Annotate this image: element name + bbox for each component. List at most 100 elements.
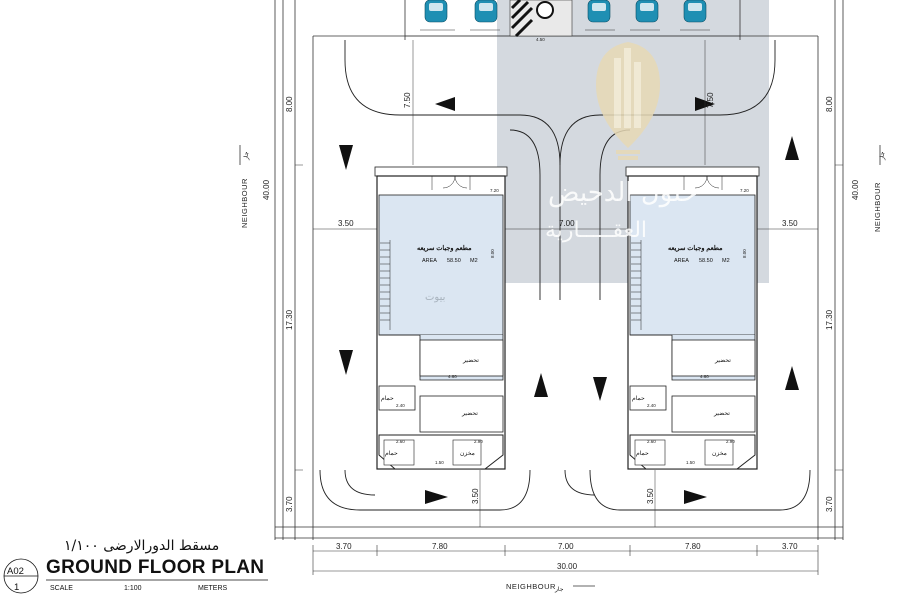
bottom-dim-chain [312,545,819,575]
area-label: AREA [674,258,689,264]
arrow-left-icon [435,97,455,111]
prep-label: تحضير [462,358,479,364]
arrow-down-icon [593,377,607,401]
arrow-up-icon [785,366,799,390]
bath-label-2: حمام [636,450,649,457]
neighbour-left: NEIGHBOUR [240,178,249,228]
store [452,439,482,466]
neighbour-right-ar: جار [879,151,886,161]
accessible-parking-icon [536,1,554,19]
svg-text:8.00: 8.00 [742,249,747,258]
area-label: AREA [422,258,437,264]
area-unit: M2 [722,258,730,264]
dim-chain-4: 7.80 [685,542,701,551]
dim-between-units: 7.00 [559,219,575,228]
bath-label: حمام [381,395,394,402]
arrow-up-icon [534,373,548,397]
prep-label: تحضير [714,358,731,364]
dim-drive-right: 7.50 [706,92,715,108]
dim-chain-5: 3.70 [782,542,798,551]
dim-side-top-right: 8.00 [825,96,834,112]
watermark-faint: بيوت [425,292,446,303]
parking-dim: 4.50 [536,37,545,42]
scale-label: SCALE [50,585,73,592]
unit-2: 7.20 مطعم وجبات سريعه AREA 58.50 M2 تحضي… [625,166,760,470]
area-unit: M2 [470,258,478,264]
prep-label-2: تحضير [461,411,478,417]
restaurant-label: مطعم وجبات سريعه [668,244,723,252]
dim-side-mid-left: 17.30 [285,309,294,330]
watermark-line-1: حلول الدحيض [548,178,698,208]
store-label: مخزن [712,451,727,457]
page-title: GROUND FLOOR PLAN [46,557,265,578]
dim-side-mid-right: 17.30 [825,309,834,330]
svg-text:7.20: 7.20 [490,188,499,193]
svg-text:4.60: 4.60 [700,374,709,379]
neighbour-bottom-ar: جار [554,586,564,593]
dim-side-bottom-left: 3.70 [285,496,294,512]
svg-text:2.60: 2.60 [396,439,405,444]
title-arabic: مسقط الدورالارضى ١/١٠٠ [64,538,220,554]
title-block [3,558,268,594]
svg-text:8.00: 8.00 [490,249,495,258]
prep-room-2 [671,395,756,433]
bath-label-2: حمام [385,450,398,457]
dim-front-left: 3.50 [471,488,480,504]
area-value: 58.50 [447,258,461,264]
sheet-number: 1 [14,582,20,593]
dim-total-depth-left: 40.00 [262,179,271,200]
site-boundary [274,0,844,540]
prep-room [671,339,756,377]
svg-text:2.90: 2.90 [474,439,483,444]
dim-front-right: 3.50 [646,488,655,504]
scale-value: 1:100 [124,585,142,592]
dim-chain-3: 7.00 [558,542,574,551]
dim-drive-left: 7.50 [403,92,412,108]
dim-setback-right: 3.50 [782,219,798,228]
arrow-right-icon [425,490,448,504]
unit-1: 7.20 مطعم وجبات سريعه AREA 58.50 M2 تحضي… [374,166,508,470]
dimension-lines [295,40,843,527]
svg-text:1.50: 1.50 [686,460,695,465]
neighbour-right: NEIGHBOUR [873,182,882,232]
restaurant-hall [629,194,756,336]
dim-total-width: 30.00 [557,562,578,571]
arrow-down-icon [339,145,353,170]
neighbour-bottom: NEIGHBOUR [506,582,556,591]
svg-text:2.90: 2.90 [726,439,735,444]
area-value: 58.50 [699,258,713,264]
dim-setback-left: 3.50 [338,219,354,228]
bathroom-2 [383,439,415,466]
arrow-up-icon [785,136,799,160]
dim-side-top-left: 8.00 [285,96,294,112]
arrow-down-icon [339,350,353,375]
bathroom [629,385,667,411]
svg-text:2.60: 2.60 [647,439,656,444]
svg-text:7.20: 7.20 [740,188,749,193]
dim-chain-1: 3.70 [336,542,352,551]
dim-side-bottom-right: 3.70 [825,496,834,512]
dim-total-depth-right: 40.00 [851,179,860,200]
driveway-lanes [319,40,811,511]
prep-label-2: تحضير [713,411,730,417]
sheet-code: A02 [7,566,24,577]
units-label: METERS [198,585,228,592]
watermark-line-2: العقـــــارية [545,218,648,243]
svg-text:1.50: 1.50 [435,460,444,465]
restaurant-hall [378,194,504,336]
bath-label: حمام [632,395,645,402]
store [704,439,734,466]
arrow-right-icon [684,490,707,504]
prep-room-2 [419,395,504,433]
watermark-emblem [596,42,660,160]
restaurant-label: مطعم وجبات سريعه [417,244,472,252]
svg-text:2.40: 2.40 [396,403,405,408]
prep-room [419,339,504,377]
svg-text:4.60: 4.60 [448,374,457,379]
svg-text:2.40: 2.40 [647,403,656,408]
store-label: مخزن [460,451,475,457]
neighbour-left-ar: جار [243,151,250,161]
bathroom-2 [634,439,666,466]
parking-strip: 4.50 [404,0,741,42]
